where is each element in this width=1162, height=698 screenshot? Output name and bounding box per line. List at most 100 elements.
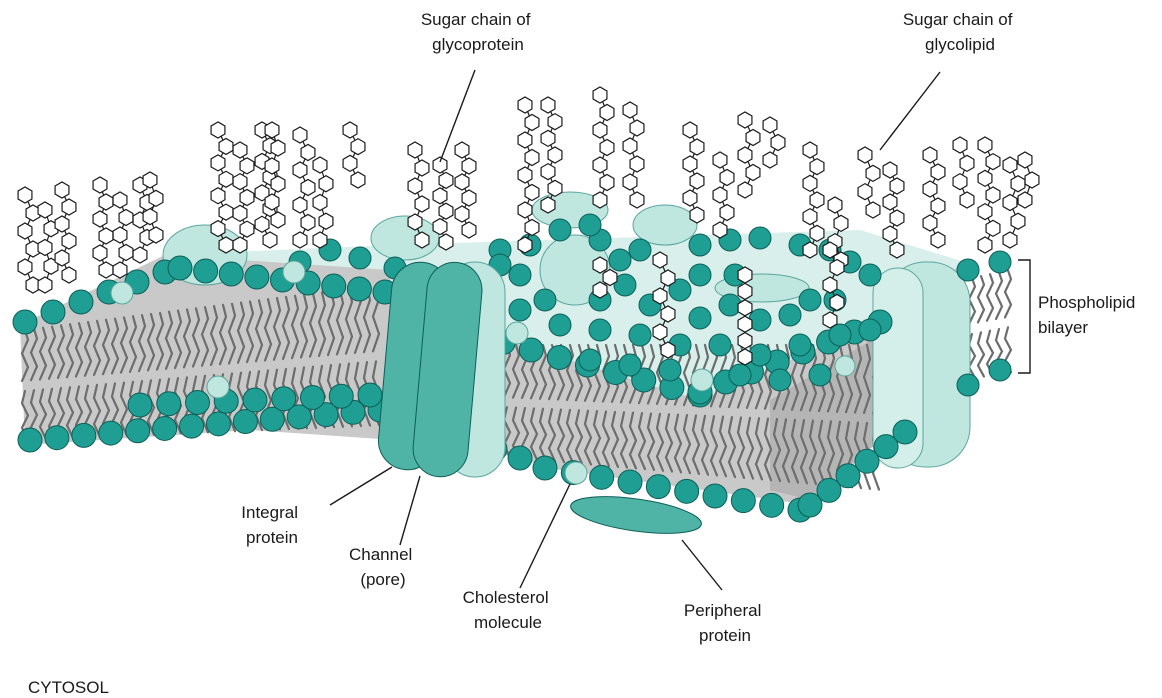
sugar-unit xyxy=(271,176,285,192)
sugar-unit xyxy=(810,192,824,208)
sugar-unit xyxy=(771,135,785,151)
sugar-unit xyxy=(738,333,752,349)
sugar-unit xyxy=(978,137,992,153)
sugar-unit xyxy=(351,172,365,188)
sugar-unit xyxy=(890,242,904,258)
sugar-unit xyxy=(293,197,307,213)
sugar-unit xyxy=(119,210,133,226)
sugar-unit xyxy=(1011,213,1025,229)
sugar-unit xyxy=(661,270,675,286)
sugar-unit xyxy=(211,122,225,138)
sugar-unit xyxy=(661,306,675,322)
sugar-unit xyxy=(738,112,752,128)
sugar-unit xyxy=(38,240,52,256)
sugar-unit xyxy=(55,250,69,266)
sugar-unit xyxy=(978,237,992,253)
sugar-unit xyxy=(738,182,752,198)
phospholipid-head xyxy=(509,299,531,321)
sugar-unit xyxy=(462,222,476,238)
sugar-unit xyxy=(600,175,614,191)
sugar-unit xyxy=(810,225,824,241)
sugar-unit xyxy=(858,147,872,163)
sugar-unit xyxy=(866,202,880,218)
cholesterol-molecule xyxy=(111,282,133,304)
sugar-unit xyxy=(211,188,225,204)
sugar-unit xyxy=(38,202,52,218)
phospholipid-head xyxy=(549,219,571,241)
phospholipid-head xyxy=(689,307,711,329)
sugar-unit xyxy=(408,214,422,230)
sugar-unit xyxy=(462,158,476,174)
leader-channel xyxy=(400,476,420,545)
sugar-unit xyxy=(866,165,880,181)
sugar-unit xyxy=(1003,232,1017,248)
phospholipid-head xyxy=(72,423,96,447)
sugar-unit xyxy=(518,202,532,218)
phospholipid-head xyxy=(153,416,177,440)
sugar-unit xyxy=(99,262,113,278)
leader-integral-protein xyxy=(330,467,392,505)
sugar-unit xyxy=(683,156,697,172)
sugar-unit xyxy=(541,97,555,113)
sugar-unit xyxy=(593,122,607,138)
phospholipid-head xyxy=(703,484,727,508)
sugar-unit xyxy=(931,164,945,180)
sugar-unit xyxy=(593,257,607,273)
phospholipid-head xyxy=(799,289,821,311)
phospholipid-head xyxy=(534,289,556,311)
sugar-unit xyxy=(883,162,897,178)
sugar-unit xyxy=(271,140,285,156)
sugar-unit xyxy=(462,190,476,206)
sugar-unit xyxy=(661,342,675,358)
sugar-unit xyxy=(408,142,422,158)
phospholipid-head xyxy=(689,264,711,286)
phospholipid-head xyxy=(859,264,881,286)
sugar-unit xyxy=(690,139,704,155)
sugar-unit xyxy=(738,300,752,316)
phospholipid-head xyxy=(590,465,614,489)
sugar-unit xyxy=(433,157,447,173)
phospholipid-head xyxy=(675,479,699,503)
sugar-unit xyxy=(593,282,607,298)
sugar-unit xyxy=(593,157,607,173)
phospholipid-head xyxy=(245,265,269,289)
sugar-unit xyxy=(923,215,937,231)
sugar-unit xyxy=(219,204,233,220)
phospholipid-head xyxy=(618,470,642,494)
sugar-unit xyxy=(738,316,752,332)
sugar-unit xyxy=(219,171,233,187)
sugar-unit xyxy=(119,245,133,261)
phospholipid-head xyxy=(301,386,325,410)
cholesterol-molecule xyxy=(835,356,855,376)
sugar-unit xyxy=(653,288,667,304)
phospholipid-head xyxy=(893,420,917,444)
sugar-unit xyxy=(1018,192,1032,208)
sugar-unit xyxy=(923,181,937,197)
phospholipid-head xyxy=(18,428,42,452)
sugar-unit xyxy=(823,242,837,258)
phospholipid-head xyxy=(989,359,1011,381)
sugar-unit xyxy=(623,174,637,190)
sugar-unit xyxy=(525,115,539,131)
sugar-unit xyxy=(343,122,357,138)
phospholipid-head xyxy=(609,249,631,271)
sugar-unit xyxy=(600,105,614,121)
label-cytosol: CYTOSOL xyxy=(28,678,109,697)
cholesterol-molecule xyxy=(506,322,528,344)
sugar-unit xyxy=(55,182,69,198)
label-cholesterol: Cholesterol molecule xyxy=(463,588,554,632)
phospholipid-head xyxy=(180,414,204,438)
sugar-unit xyxy=(18,223,32,239)
sugar-unit xyxy=(525,185,539,201)
sugar-unit xyxy=(113,227,127,243)
sugar-unit xyxy=(233,142,247,158)
sugar-unit xyxy=(541,164,555,180)
sugar-unit xyxy=(99,194,113,210)
sugar-unit xyxy=(1011,176,1025,192)
sugar-unit xyxy=(301,145,315,161)
sugar-unit xyxy=(351,139,365,155)
sugar-unit xyxy=(133,247,147,263)
sugar-unit xyxy=(408,178,422,194)
sugar-unit xyxy=(313,195,327,211)
phospholipid-head xyxy=(957,259,979,281)
